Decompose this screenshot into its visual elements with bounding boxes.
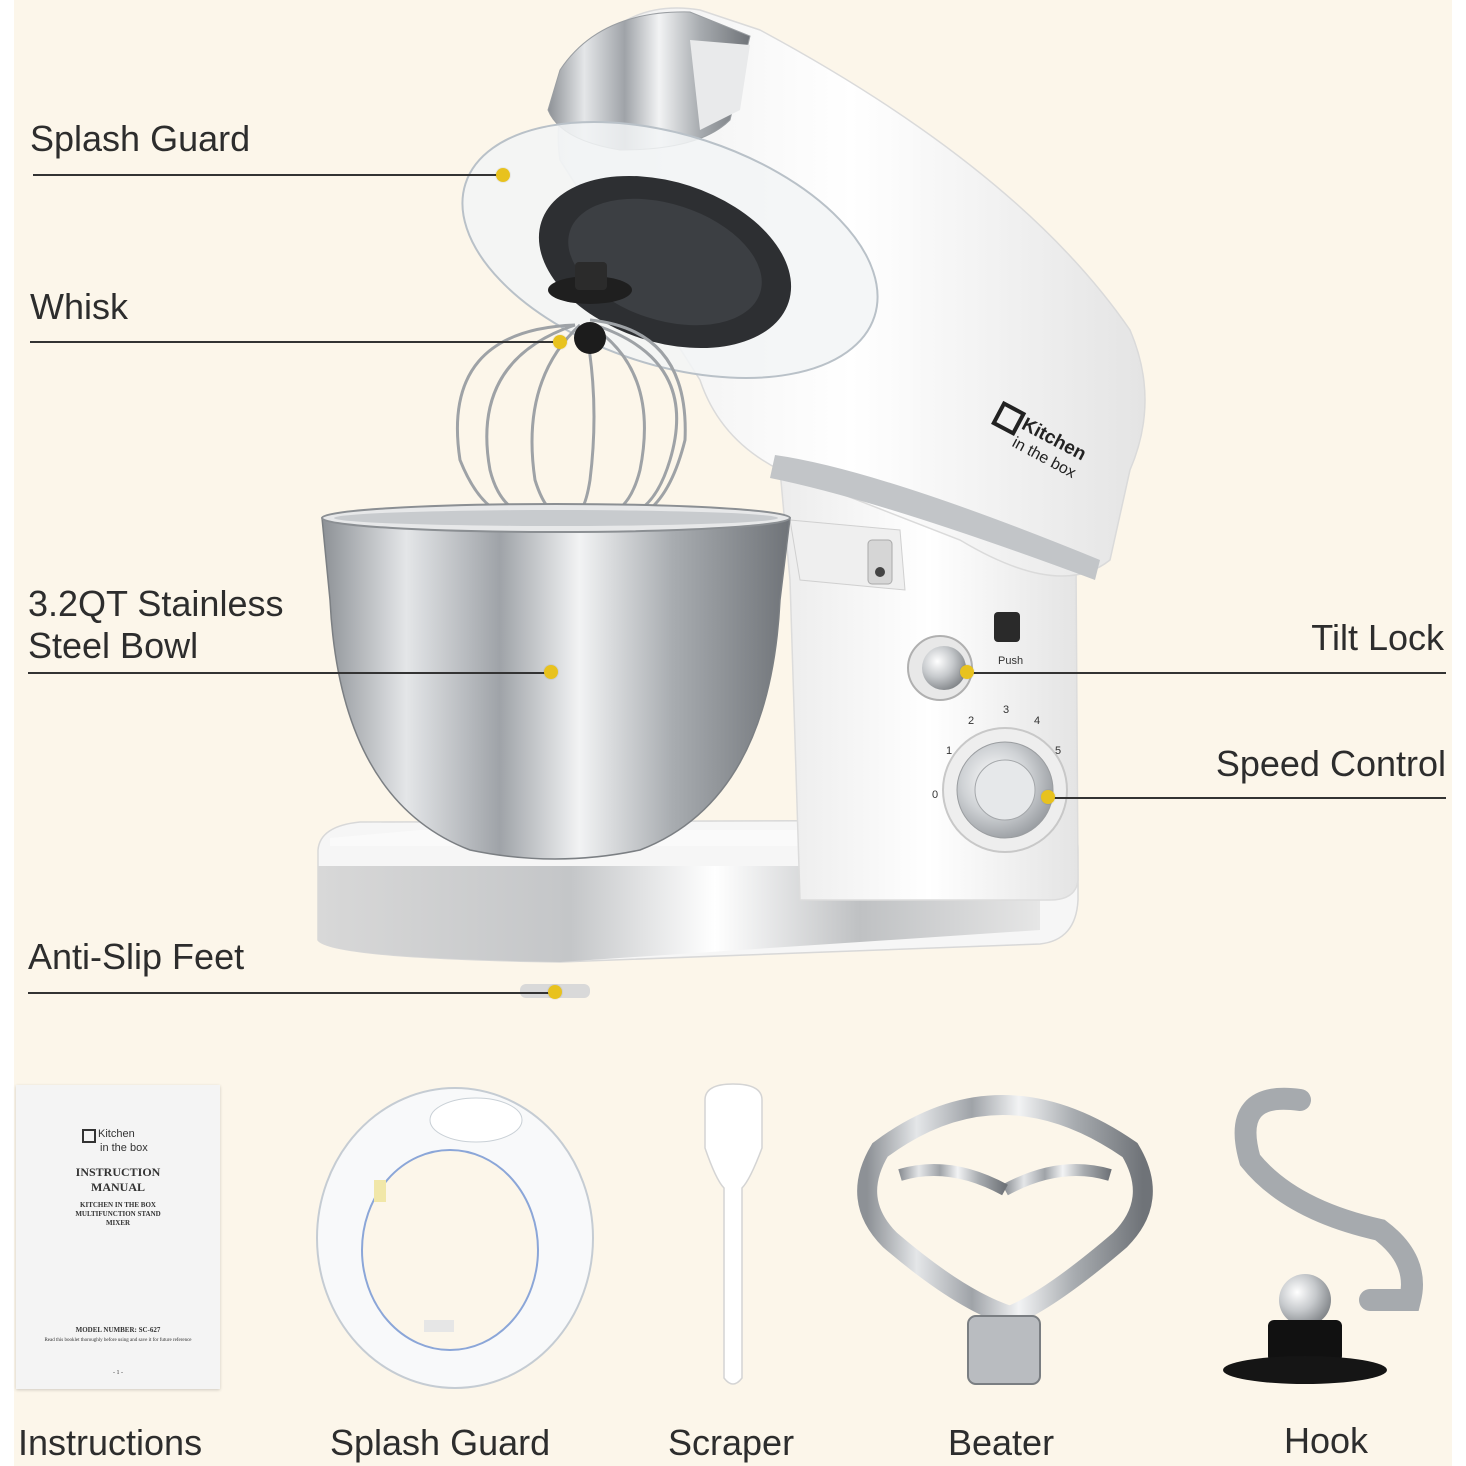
- speed-control-knob: 0 1 2 3 4 5: [932, 704, 1068, 853]
- accessory-hook: [1223, 1087, 1423, 1384]
- label-scraper: Scraper: [668, 1422, 795, 1463]
- leader-tilt-lock: [967, 672, 1446, 674]
- manual-page-number: - 1 -: [113, 1370, 123, 1376]
- manual-logo: Kitchen in the box: [82, 1129, 148, 1154]
- speed-mark-3: 3: [1003, 704, 1009, 716]
- tilt-lock-button: Push: [907, 612, 1023, 701]
- callout-tilt-lock: Tilt Lock: [1311, 617, 1444, 658]
- label-beater: Beater: [948, 1422, 1055, 1463]
- instruction-manual: Kitchen in the box INSTRUCTION MANUAL KI…: [16, 1085, 220, 1389]
- manual-sub-line2: MULTIFUNCTION STAND: [75, 1210, 161, 1218]
- speed-mark-5: 5: [1055, 745, 1061, 757]
- leader-anti-slip: [28, 992, 555, 994]
- callout-whisk: Whisk: [30, 286, 128, 327]
- left-border: [0, 0, 14, 1466]
- leader-speed-control: [1048, 797, 1446, 799]
- manual-fine-print: Read this booklet thoroughly before usin…: [44, 1338, 192, 1343]
- speed-mark-4: 4: [1034, 715, 1040, 727]
- right-border: [1452, 0, 1466, 1466]
- callout-bowl-line2: Steel Bowl: [28, 625, 199, 666]
- manual-sub-line1: KITCHEN IN THE BOX: [80, 1201, 156, 1209]
- manual-title-line2: MANUAL: [91, 1180, 145, 1194]
- leader-bowl: [28, 672, 552, 674]
- manual-logo-line1: Kitchen: [98, 1128, 135, 1140]
- mounted-splash-guard: [461, 121, 879, 379]
- callout-speed-control: Speed Control: [1215, 743, 1446, 784]
- leader-whisk: [30, 341, 560, 343]
- speed-mark-0: 0: [932, 789, 938, 801]
- manual-sub-line3: MIXER: [105, 1219, 131, 1227]
- tilt-icon: [994, 612, 1020, 642]
- accessory-scraper: [704, 1083, 763, 1385]
- manual-subtitle: KITCHEN IN THE BOX MULTIFUNCTION STAND M…: [16, 1201, 220, 1228]
- push-label: Push: [998, 655, 1023, 667]
- speed-mark-1: 1: [946, 745, 952, 757]
- dot-splash-guard: [496, 168, 510, 182]
- label-splash-guard: Splash Guard: [330, 1422, 551, 1463]
- callout-anti-slip: Anti-Slip Feet: [28, 936, 245, 977]
- manual-logo-icon: [82, 1129, 96, 1143]
- manual-logo-line2: in the box: [100, 1142, 148, 1154]
- leader-splash-guard: [33, 174, 503, 176]
- manual-title-line1: INSTRUCTION: [75, 1165, 161, 1179]
- accessory-beater: [857, 1095, 1153, 1385]
- dot-anti-slip: [548, 985, 562, 999]
- speed-mark-2: 2: [968, 715, 974, 727]
- dot-bowl: [544, 665, 558, 679]
- accessory-splash-guard: [316, 1087, 594, 1389]
- label-instructions: Instructions: [18, 1422, 203, 1463]
- label-hook: Hook: [1284, 1420, 1369, 1461]
- callout-bowl-line1: 3.2QT Stainless: [28, 583, 284, 624]
- stainless-bowl: [321, 503, 791, 860]
- dot-tilt-lock: [960, 665, 974, 679]
- manual-title: INSTRUCTION MANUAL: [16, 1165, 220, 1195]
- callout-splash-guard: Splash Guard: [30, 118, 251, 159]
- dot-speed-control: [1041, 790, 1055, 804]
- manual-model: MODEL NUMBER: SC-627: [75, 1326, 161, 1334]
- dot-whisk: [553, 335, 567, 349]
